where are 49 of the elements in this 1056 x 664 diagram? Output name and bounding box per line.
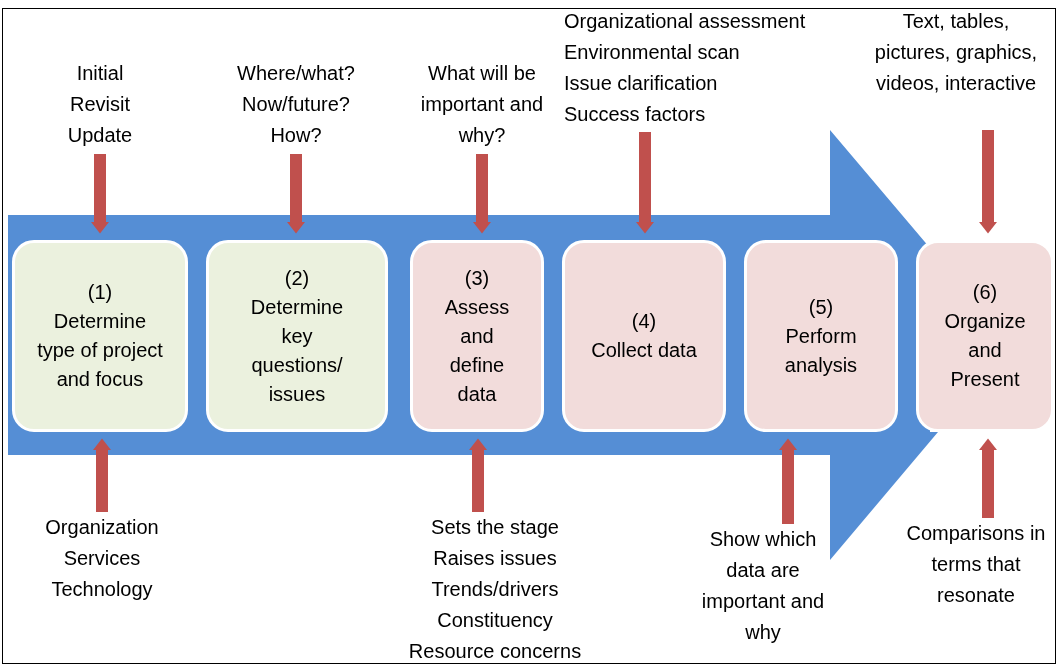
block-arrow bbox=[636, 132, 654, 234]
block-arrow bbox=[979, 438, 997, 518]
annotation-text: Environmental scan bbox=[564, 40, 740, 65]
block-arrow bbox=[91, 154, 109, 234]
step-number: (5) bbox=[808, 294, 834, 320]
annotation-text: Services bbox=[63, 546, 141, 571]
process-step-box bbox=[206, 240, 388, 432]
annotation-text: Organizational assessment bbox=[564, 9, 806, 34]
process-step-box bbox=[744, 240, 898, 432]
step-label: Perform analysis bbox=[783, 323, 859, 378]
process-step-box bbox=[410, 240, 544, 432]
step-number: (6) bbox=[972, 280, 998, 305]
step-number: (2) bbox=[284, 265, 310, 291]
annotation-text: Technology bbox=[51, 577, 153, 602]
annotation-text: Sets the stage bbox=[431, 515, 559, 540]
annotation-text: Revisit bbox=[70, 92, 130, 117]
block-arrow bbox=[93, 438, 111, 512]
step-label: Collect data bbox=[591, 338, 697, 363]
block-arrow bbox=[469, 438, 487, 512]
process-step-box bbox=[562, 240, 726, 432]
step-label: Determine type of project and focus bbox=[36, 309, 164, 392]
block-arrow bbox=[979, 130, 997, 234]
step-label: Organize and Present bbox=[943, 309, 1027, 392]
annotation-text: Now/future? bbox=[242, 92, 350, 117]
annotation-text: Raises issues bbox=[433, 546, 557, 571]
annotation-text: Constituency bbox=[437, 608, 553, 633]
annotation-text: Resource concerns bbox=[408, 639, 582, 664]
annotation-text: Organization bbox=[45, 515, 159, 540]
annotation-text: Trends/drivers bbox=[431, 577, 559, 602]
annotation-text: What will be important and why? bbox=[419, 61, 545, 148]
step-label: Assess and define data bbox=[443, 294, 511, 407]
annotation-text: Comparisons in terms that resonate bbox=[905, 521, 1047, 608]
step-number: (3) bbox=[464, 265, 490, 291]
annotation-text: Update bbox=[67, 123, 133, 148]
block-arrow bbox=[779, 438, 797, 524]
process-step-box bbox=[916, 240, 1054, 432]
step-number: (4) bbox=[631, 309, 657, 334]
process-step-box bbox=[12, 240, 188, 432]
block-arrow bbox=[473, 154, 491, 234]
block-arrow bbox=[287, 154, 305, 234]
annotation-text: How? bbox=[270, 123, 322, 148]
annotation-text: Where/what? bbox=[237, 61, 355, 86]
annotation-text: Text, tables, pictures, graphics, videos, interactive bbox=[873, 9, 1039, 96]
annotation-text: Success factors bbox=[564, 102, 706, 127]
step-label: Determine key questions/ issues bbox=[249, 294, 345, 407]
annotation-text: Issue clarification bbox=[564, 71, 718, 96]
step-number: (1) bbox=[87, 280, 113, 305]
annotation-text: Initial bbox=[76, 61, 124, 86]
annotation-text: Show which data are important and why bbox=[700, 527, 826, 645]
